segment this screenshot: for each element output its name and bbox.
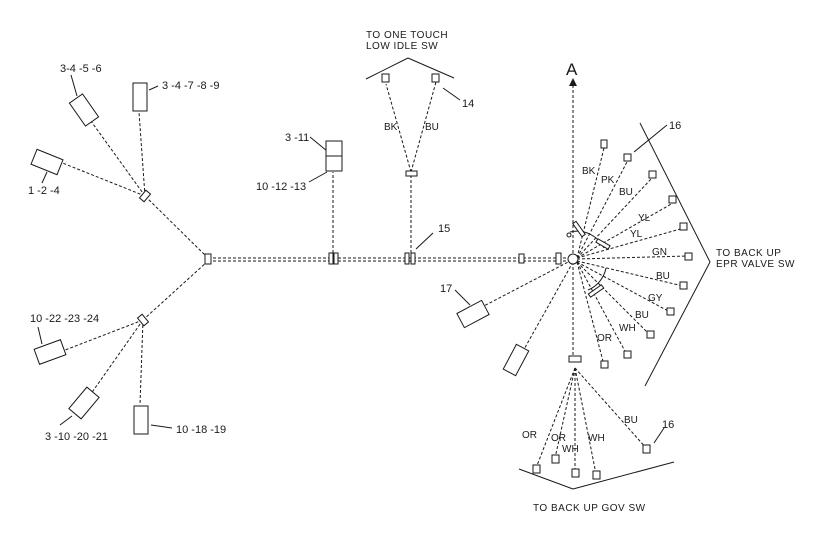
low-idle-branch: [385, 81, 437, 258]
label-3-4-5-6: 3-4 -5 -6: [60, 63, 102, 75]
marker-a: A: [566, 60, 578, 79]
gov-branch: [517, 261, 648, 475]
label-10-12-13: 10 -12 -13: [256, 181, 306, 193]
wire-pk-epr: PK: [601, 175, 615, 186]
epr-header-line1: TO BACK UP: [716, 248, 781, 259]
wire-bk-epr: BK: [582, 166, 596, 177]
component-3-11: [325, 140, 343, 172]
terminal-connectors: [381, 73, 693, 480]
component-3-4-7-8-9: [132, 82, 148, 112]
wire-gy-epr: GY: [648, 293, 663, 304]
low-idle-header-line1: TO ONE TOUCH: [366, 30, 448, 41]
branch-to-17: [481, 259, 573, 308]
label-3-4-7-8-9: 3 -4 -7 -8 -9: [162, 80, 219, 92]
gov-header: TO BACK UP GOV SW: [533, 503, 646, 514]
wire-bu-epr-1: BU: [619, 187, 633, 198]
label-10-22-23-24: 10 -22 -23 -24: [30, 313, 99, 325]
component-3-4-5-6: [68, 93, 100, 127]
label-3-11: 3 -11: [285, 132, 309, 144]
wire-bk-low-idle: BK: [384, 122, 398, 133]
wire-bu-epr-3: BU: [635, 310, 649, 321]
leader-lines: [37, 74, 668, 444]
label-3-10-20-21: 3 -10 -20 -21: [45, 431, 108, 443]
low-idle-bracket: [365, 57, 455, 80]
component-10-22-23-24: [33, 339, 67, 365]
wire-wh-gov-2: WH: [562, 444, 579, 455]
component-1-2-4: [30, 148, 64, 176]
wire-or-gov-1: OR: [522, 430, 537, 441]
left-lower-branch: [59, 260, 209, 406]
left-upper-branch: [59, 109, 209, 259]
label-10-18-19: 10 -18 -19: [176, 424, 226, 436]
component-17: [456, 299, 490, 329]
marker-a-arrow: [569, 78, 577, 86]
label-16-gov: 16: [662, 419, 674, 431]
label-1-2-4: 1 -2 -4: [28, 185, 60, 197]
inline-connectors: [136, 170, 582, 363]
wire-bu-low-idle: BU: [425, 122, 439, 133]
wire-bu-gov: BU: [624, 415, 638, 426]
epr-header-line2: EPR VALVE SW: [716, 259, 795, 270]
label-17: 17: [440, 283, 452, 295]
label-14: 14: [462, 98, 474, 110]
wire-wh-epr: WH: [619, 323, 636, 334]
component-lower-17: [502, 343, 530, 377]
wire-wh-gov-1: WH: [588, 433, 605, 444]
label-15: 15: [438, 223, 450, 235]
wire-bu-epr-2: BU: [656, 271, 670, 282]
label-16-epr: 16: [669, 120, 681, 132]
wire-yl-epr-2: YL: [630, 229, 643, 240]
wire-or-gov-2: OR: [551, 433, 566, 444]
main-trunk: [208, 257, 572, 262]
component-3-10-20-21: [68, 386, 100, 420]
gov-bracket: [518, 461, 675, 490]
low-idle-header-line2: LOW IDLE SW: [366, 41, 438, 52]
wire-or-epr: OR: [597, 333, 612, 344]
wire-yl-epr-1: YL: [638, 213, 651, 224]
component-10-18-19: [133, 405, 149, 435]
wire-gn-epr: GN: [652, 247, 667, 258]
epr-fan: [569, 147, 689, 366]
epr-bracket: [639, 122, 711, 387]
